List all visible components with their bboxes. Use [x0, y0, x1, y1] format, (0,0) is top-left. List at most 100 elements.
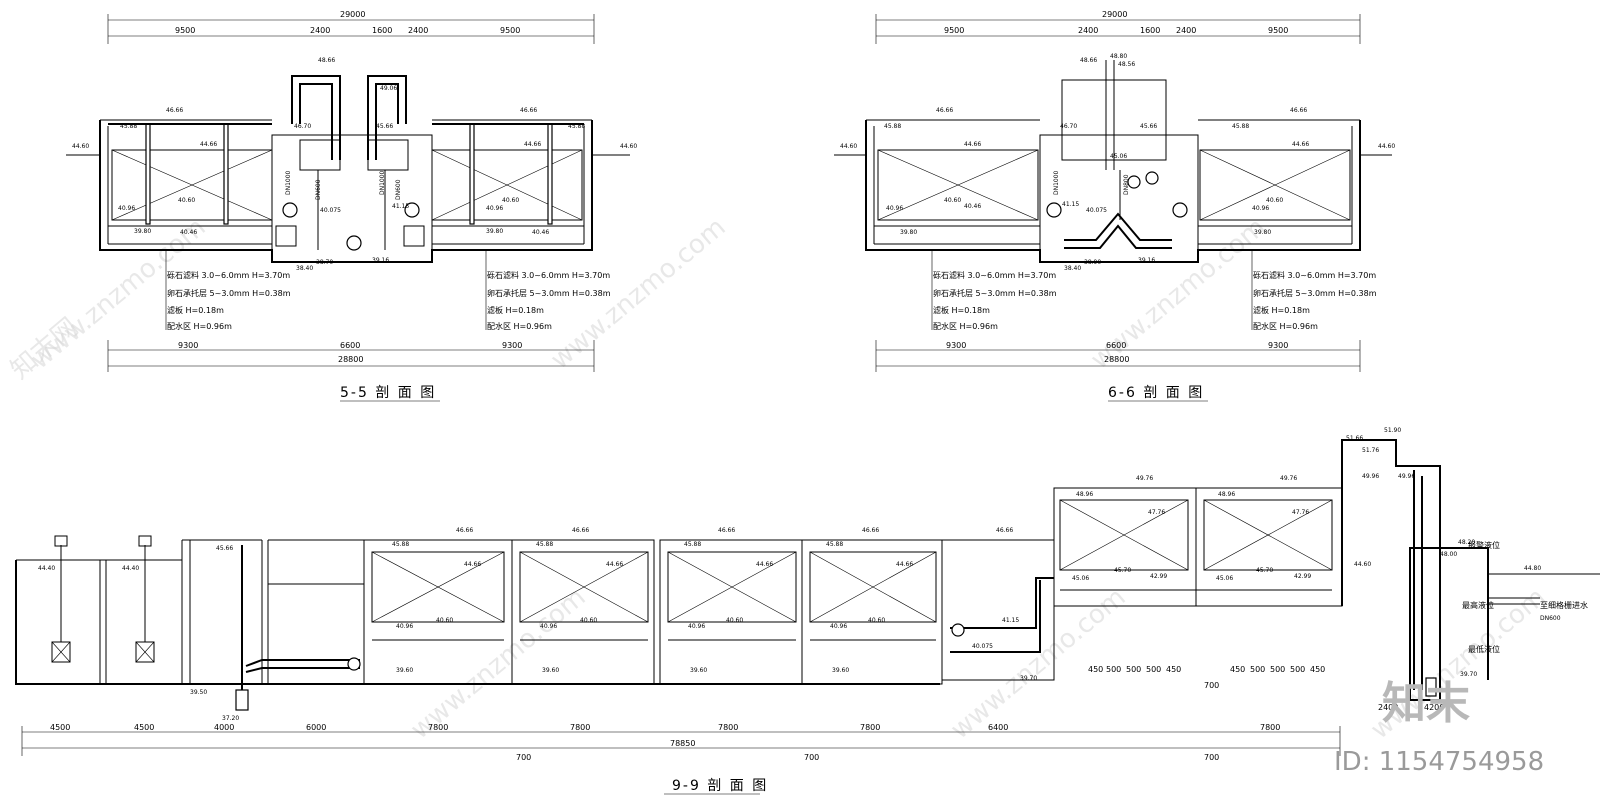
level-note: 报警液位 [1468, 540, 1500, 550]
level-label: 49.96 [1398, 473, 1415, 480]
level-label: 46.66 [936, 107, 953, 114]
watermark-text: www.znzmo.com [405, 582, 591, 745]
sub-dim: 450 [1230, 665, 1245, 674]
level-label: 40.075 [320, 207, 341, 214]
level-label: 44.66 [756, 561, 773, 568]
level-label: 48.00 [1440, 551, 1457, 558]
dim-offset: 700 [1204, 753, 1219, 762]
level-label: 49.06 [380, 85, 397, 92]
dim-offset: 700 [1204, 681, 1219, 690]
level-label: 40.60 [944, 197, 961, 204]
section-title: 9-9 剖 面 图 [672, 778, 768, 794]
layer-note: 滤板 H=0.18m [487, 305, 544, 315]
level-label: 37.20 [222, 715, 239, 722]
dim-right-span: 9500 [1268, 26, 1288, 35]
level-label: 45.70 [1256, 567, 1273, 574]
level-label: 40.60 [502, 197, 519, 204]
dim-segment: 7800 [570, 723, 590, 732]
dim-segment: 7800 [718, 723, 738, 732]
level-label: 51.76 [1362, 447, 1379, 454]
section-5-5: 29000 9500 9500 2400 2400 1600 [66, 10, 637, 402]
filter-module [801, 539, 943, 685]
watermark-text: www.znzmo.com [945, 582, 1131, 745]
level-label: 48.96 [1076, 491, 1093, 498]
level-label: 44.66 [1292, 141, 1309, 148]
level-label: 40.96 [118, 205, 135, 212]
dim-bottom-center: 6600 [340, 341, 360, 350]
sub-dim: 450 [1310, 665, 1325, 674]
level-label: 41.15 [1002, 617, 1019, 624]
level-label: 51.90 [1384, 427, 1401, 434]
level-label: 45.88 [684, 541, 701, 548]
dim-center-span: 2400 [408, 26, 428, 35]
level-label: 40.46 [532, 229, 549, 236]
level-label: 40.60 [726, 617, 743, 624]
dim-center-span: 2400 [310, 26, 330, 35]
filter-module [659, 539, 803, 685]
dim-center-span: 2400 [1078, 26, 1098, 35]
level-label: 45.88 [826, 541, 843, 548]
layer-note: 滤板 H=0.18m [1253, 305, 1310, 315]
pipe-label: DN1000 [379, 170, 386, 195]
layer-note: 砾石滤料 3.0~6.0mm H=3.70m [1253, 270, 1376, 280]
level-label: 45.66 [376, 123, 393, 130]
sub-dim: 500 [1146, 665, 1161, 674]
dim-offset: 700 [804, 753, 819, 762]
dim-bottom-right: 9300 [1268, 341, 1288, 350]
level-label: 38.70 [316, 259, 333, 266]
level-label: 40.96 [886, 205, 903, 212]
layer-note: 砾石滤料 3.0~6.0mm H=3.70m [487, 270, 610, 280]
level-label: 46.66 [862, 527, 879, 534]
level-label: 45.66 [216, 545, 233, 552]
level-label: 39.80 [900, 229, 917, 236]
level-label: 41.15 [392, 203, 409, 210]
level-label: 45.88 [392, 541, 409, 548]
pipe-label: DN1000 [1053, 170, 1060, 195]
level-label: 45.88 [536, 541, 553, 548]
level-label: 40.96 [540, 623, 557, 630]
level-label: 44.66 [464, 561, 481, 568]
level-label: 42.99 [1294, 573, 1311, 580]
layer-note: 配水区 H=0.96m [487, 321, 552, 331]
level-label: 40.60 [1266, 197, 1283, 204]
layer-note: 卵石承托层 5~3.0mm H=0.38m [933, 288, 1057, 298]
level-label: 46.66 [456, 527, 473, 534]
level-label: 44.60 [620, 143, 637, 150]
level-label: 40.46 [180, 229, 197, 236]
outlet-note: 至细格栅进水 [1540, 600, 1588, 610]
dim-segment: 2400 [1378, 703, 1398, 712]
dim-bottom-right: 9300 [502, 341, 522, 350]
dim-center-span: 1600 [1140, 26, 1160, 35]
level-label: 45.88 [1232, 123, 1249, 130]
pipe-label: DN600 [1540, 615, 1561, 622]
level-label: 39.16 [372, 257, 389, 264]
level-label: 45.88 [568, 123, 585, 130]
level-label: 41.15 [1062, 201, 1079, 208]
level-label: 44.66 [606, 561, 623, 568]
sub-dim: 500 [1106, 665, 1121, 674]
level-label: 44.40 [122, 565, 139, 572]
dim-total: 78850 [670, 739, 695, 748]
level-label: 45.88 [884, 123, 901, 130]
level-label: 39.60 [542, 667, 559, 674]
level-label: 40.96 [830, 623, 847, 630]
layer-note: 滤板 H=0.18m [167, 305, 224, 315]
dim-segment: 6400 [988, 723, 1008, 732]
level-label: 39.60 [396, 667, 413, 674]
dim-segment: 6000 [306, 723, 326, 732]
image-id-label: ID: 1154754958 [1334, 747, 1544, 777]
level-label: 47.76 [1292, 509, 1309, 516]
level-label: 40.96 [396, 623, 413, 630]
level-label: 39.60 [832, 667, 849, 674]
level-label: 44.66 [896, 561, 913, 568]
filter-module [511, 539, 655, 685]
sub-dim: 500 [1126, 665, 1141, 674]
tank-outline [865, 120, 1361, 263]
level-label: 40.96 [688, 623, 705, 630]
sub-dim: 500 [1270, 665, 1285, 674]
watermark-text: www.znzmo.com [1085, 212, 1271, 375]
level-label: 49.96 [1362, 473, 1379, 480]
sub-dim: 500 [1250, 665, 1265, 674]
dim-segment: 4000 [214, 723, 234, 732]
level-label: 46.66 [718, 527, 735, 534]
